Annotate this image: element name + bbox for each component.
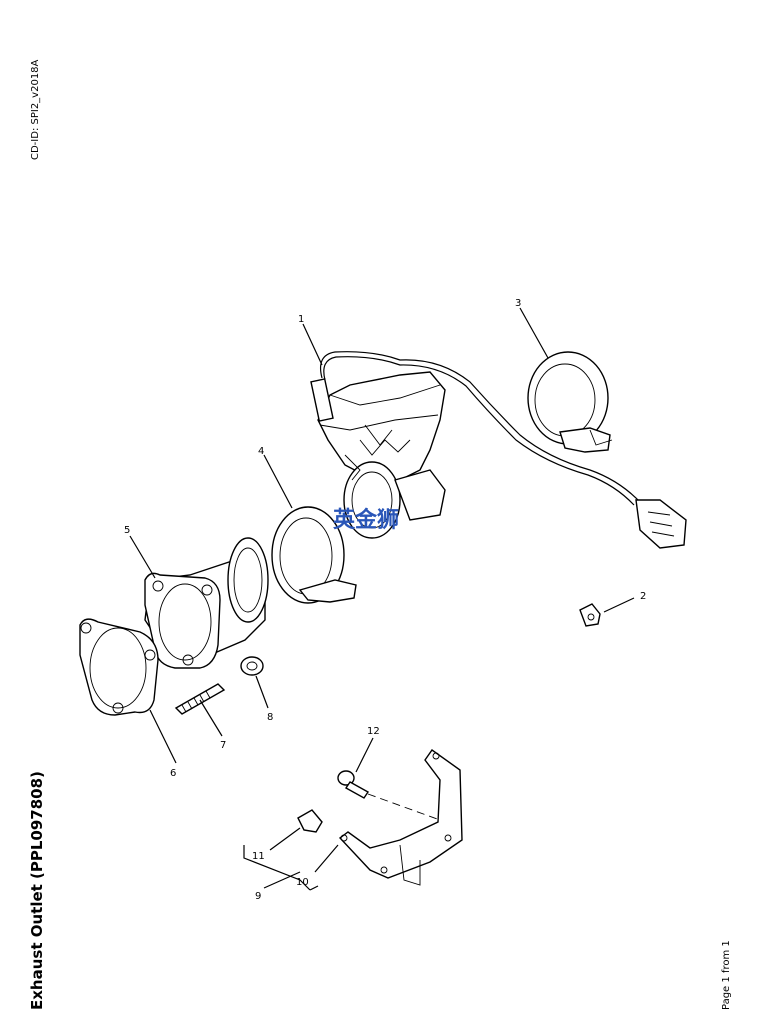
part-11-fitting: [297, 809, 323, 833]
part-4-clamp: [271, 506, 357, 604]
callout-12: 12: [367, 726, 380, 737]
part-8-nut: [240, 656, 264, 676]
callout-1: 1: [298, 314, 304, 325]
callout-5: 5: [124, 525, 130, 536]
part-12-bolt: [337, 770, 441, 821]
wiring-harness: [319, 351, 687, 549]
part-10-bracket: [338, 749, 463, 886]
part-7-stud: [174, 683, 226, 715]
part-3-clamp: [527, 351, 613, 453]
part-1-throttle-valve: [310, 371, 446, 539]
callout-10: 10: [296, 877, 309, 888]
callout-3: 3: [515, 298, 521, 309]
callout-2: 2: [640, 591, 646, 602]
part-6-gasket: [79, 618, 159, 716]
callout-4: 4: [258, 446, 264, 457]
callout-8: 8: [267, 712, 273, 723]
callout-7: 7: [220, 740, 226, 751]
watermark: 英金狮: [333, 507, 399, 533]
leader-lines: [129, 307, 635, 891]
part-2-fitting: [579, 603, 601, 627]
callout-9: 9: [255, 891, 261, 902]
callout-11: 11: [252, 851, 265, 862]
part-5-flange-pipe: [144, 537, 269, 669]
callout-6: 6: [170, 768, 176, 779]
